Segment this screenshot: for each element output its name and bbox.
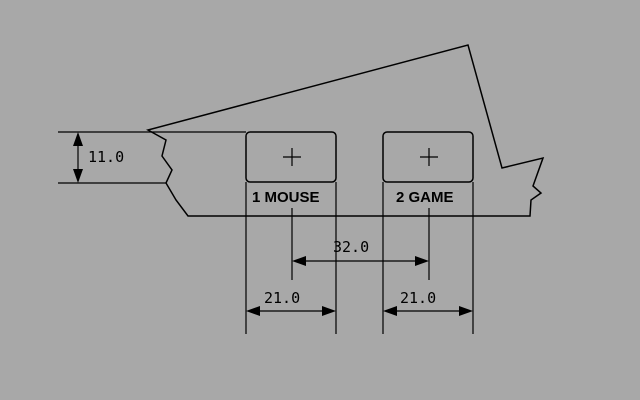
spacing-dimension: 32.0 bbox=[292, 238, 429, 266]
extension-lines bbox=[245, 182, 474, 334]
port-1-mouse: 1 MOUSE bbox=[245, 131, 337, 206]
housing-outline bbox=[146, 44, 545, 217]
height-dimension: 11.0 bbox=[58, 131, 246, 184]
spacing-dimension-label: 32.0 bbox=[333, 238, 369, 256]
port-1-label: 1 MOUSE bbox=[252, 189, 320, 206]
port-2-game: 2 GAME bbox=[382, 131, 474, 206]
port-2-width-label: 21.0 bbox=[400, 289, 436, 307]
port-1-width-dimension: 21.0 bbox=[246, 289, 336, 316]
height-dimension-label: 11.0 bbox=[88, 148, 124, 166]
port-2-width-dimension: 21.0 bbox=[383, 289, 473, 316]
port-1-width-label: 21.0 bbox=[264, 289, 300, 307]
port-2-label: 2 GAME bbox=[396, 189, 454, 206]
